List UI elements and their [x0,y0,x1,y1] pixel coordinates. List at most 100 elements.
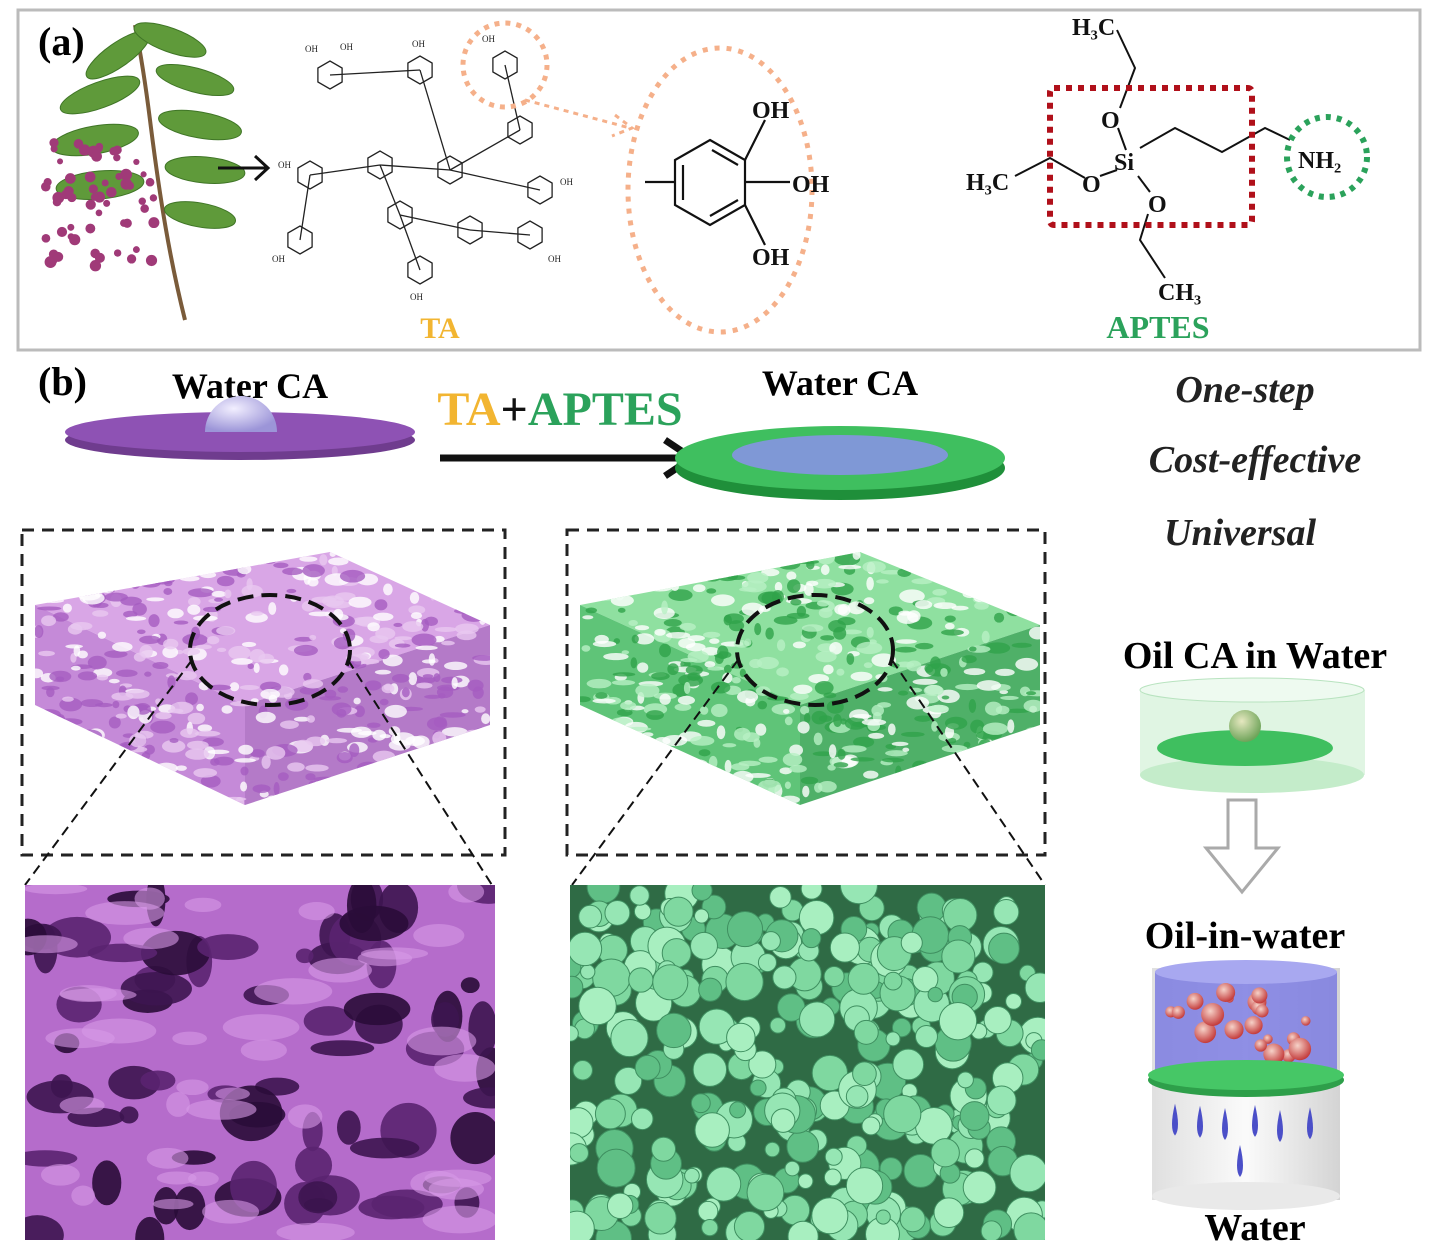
water-drop [1307,1107,1313,1140]
microsphere [651,1136,677,1162]
pore [610,594,634,607]
pore [443,750,452,759]
pore [441,727,468,737]
pore [112,771,130,780]
pore [1026,726,1040,734]
pore [255,711,276,724]
microsphere [927,986,943,1003]
pore [911,578,933,585]
microsphere [1030,1039,1045,1061]
pore [173,620,189,625]
pore [50,742,63,747]
pore [119,1106,139,1124]
pore [713,796,727,803]
pore [424,694,442,699]
pore [38,650,55,657]
pore [350,783,366,789]
ridge [40,1164,80,1186]
pore [388,789,412,800]
pore [394,783,406,797]
microsphere [629,885,650,906]
pore [968,699,977,713]
pore [180,728,199,738]
pore [657,576,675,583]
pore [231,658,253,665]
pore [895,765,902,778]
pore [241,641,257,648]
pore [897,568,912,577]
ridge [428,1178,484,1200]
oil-droplet [1216,982,1236,1002]
bond [449,169,541,191]
pore [151,792,167,798]
pore [696,554,718,568]
pore [654,628,666,636]
pore [262,557,276,564]
oh-label: OH [792,172,830,198]
pore [722,743,737,748]
pore [280,720,299,729]
microsphere [769,1017,787,1034]
pore [426,717,448,731]
gallol-highlight-large [625,45,815,335]
pore [930,656,941,670]
pore [963,668,986,676]
pore [866,576,874,591]
pore [478,613,487,625]
pore [713,552,739,557]
pore [931,721,939,732]
pore [597,736,606,749]
pore [598,725,625,732]
pore [818,780,837,793]
pore [324,689,337,699]
microsphere [630,1107,654,1131]
pore [989,552,1005,559]
pore [36,556,62,563]
pore [677,797,690,805]
pore [814,680,834,695]
pore [354,705,365,718]
pore [444,661,468,671]
pore [777,558,801,570]
pore [836,668,845,676]
pore [303,672,312,682]
pore [716,571,738,582]
pore [339,569,366,583]
pore [580,566,595,577]
pore [907,610,921,623]
pore [385,552,407,561]
pore [653,794,672,803]
pore [100,739,109,746]
pore [901,731,925,737]
oil-droplet [1224,1020,1244,1040]
berry [52,197,62,207]
pore [698,798,724,804]
pore [707,666,725,671]
pore [838,564,862,570]
pore [680,563,703,568]
pore [994,783,1014,789]
microsphere [941,939,976,974]
pore [41,598,65,603]
bond [309,164,381,176]
pore [478,756,490,767]
bond [419,69,451,171]
pore [685,665,703,675]
pore [461,608,487,622]
berry [64,173,76,184]
pore [646,710,664,720]
pore [182,647,201,656]
oil-droplet [1263,1043,1285,1065]
pore [162,566,182,579]
pore [349,743,360,758]
pore [786,571,797,581]
ridge [166,1092,190,1117]
pore [902,747,910,752]
pore [425,754,439,767]
pore [723,613,744,624]
hydroxyl-label: OH [278,160,291,170]
pore [408,672,418,686]
pore [790,598,802,606]
pore [185,692,198,706]
berry [50,145,58,153]
